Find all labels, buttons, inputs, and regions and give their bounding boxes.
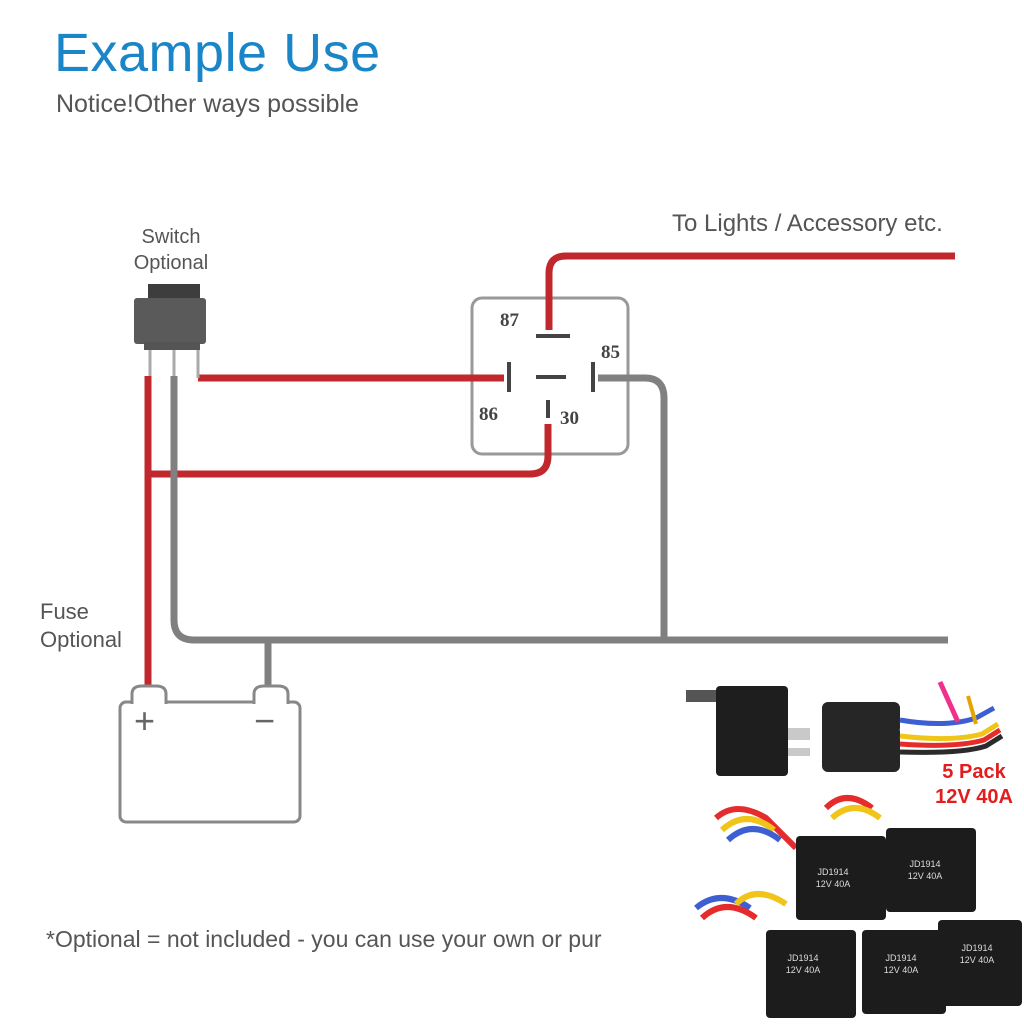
switch [134,284,206,378]
fuse-label: Fuse Optional [40,599,122,652]
battery-plus-symbol: + [134,700,156,741]
relay-label-5: JD1914 12V 40A [959,943,995,965]
battery-minus-symbol: − [254,700,276,741]
relay-pin-85: 85 [601,342,620,363]
wire-30-to-battery [148,424,552,478]
relay-pin-87: 87 [500,310,519,331]
wire-85-ground [598,374,668,640]
page-subtitle: Notice!Other ways possible [56,90,359,118]
wire-switch-ground [170,376,948,644]
relay-label-4: JD1914 12V 40A [883,953,919,975]
wire-lights [545,252,955,330]
lights-label: To Lights / Accessory etc. [672,210,943,237]
relay-pin-30: 30 [560,408,579,429]
single-relay-with-socket [686,680,1004,776]
relay-pack [766,828,1022,1018]
battery [118,684,302,824]
wire-bundles [694,795,882,921]
relay-label-1: JD1914 12V 40A [815,867,851,889]
page-title: Example Use [54,23,381,83]
switch-label: Switch Optional [133,226,209,274]
relay-label-2: JD1914 12V 40A [907,859,943,881]
pack-label: 5 Pack 12V 40A [935,761,1013,808]
footnote: *Optional = not included - you can use y… [46,926,602,952]
relay-label-3: JD1914 12V 40A [785,953,821,975]
relay-pin-86: 86 [479,404,498,425]
relay-product-image [686,680,1022,1018]
